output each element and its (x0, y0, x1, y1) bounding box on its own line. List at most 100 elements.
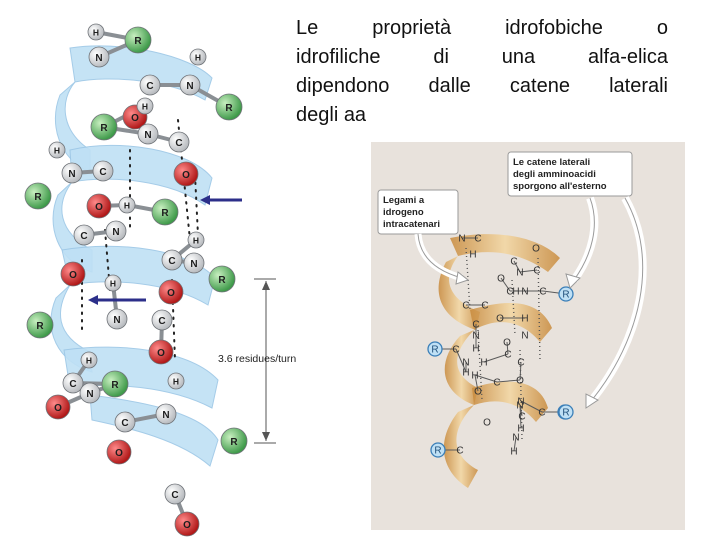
svg-text:C: C (510, 257, 517, 268)
atom-o: O (106, 439, 132, 465)
svg-text:O: O (95, 202, 103, 213)
svg-text:O: O (167, 288, 175, 299)
svg-text:C: C (69, 379, 76, 390)
svg-text:O: O (54, 403, 62, 414)
svg-text:N: N (162, 410, 169, 421)
svg-text:R: R (100, 123, 108, 134)
atom-r: R (124, 26, 152, 54)
svg-text:O: O (182, 170, 190, 181)
ribbon-segment (470, 303, 552, 342)
atom-c: C (168, 131, 190, 153)
atom-c: C (518, 412, 525, 423)
atom-c: C (114, 411, 136, 433)
svg-text:Le catene laterali: Le catene laterali (513, 157, 590, 168)
atom-r: R (558, 404, 574, 420)
svg-text:H: H (510, 447, 517, 458)
svg-text:C: C (493, 378, 500, 389)
atom-h: H (521, 314, 528, 325)
bond (520, 400, 543, 413)
svg-text:C: C (517, 358, 524, 369)
svg-text:H: H (173, 377, 179, 387)
atom-n: N (88, 46, 110, 68)
atom-o: O (496, 314, 504, 325)
atoms: NCOHCNCOCHNCRCCOHCNHNRCHNOCHCOCHONCRCNHR… (427, 234, 574, 458)
atom-n: N (521, 287, 528, 298)
text-line: idrofiliche di una alfa-elica (296, 46, 668, 68)
atom-h: H (471, 371, 478, 382)
svg-text:H: H (86, 356, 92, 366)
atom-h: H (480, 358, 487, 369)
svg-text:N: N (68, 169, 75, 180)
atom-o: O (86, 193, 112, 219)
atom-o: O (173, 161, 199, 187)
atom-h: H (472, 344, 479, 355)
svg-text:N: N (517, 397, 524, 408)
ribbon-segment (443, 405, 478, 488)
svg-text:R: R (225, 103, 233, 114)
atom-h: H (80, 351, 98, 369)
svg-text:C: C (462, 301, 469, 312)
svg-text:N: N (458, 234, 465, 245)
svg-text:C: C (158, 316, 165, 327)
atom-c: C (462, 301, 469, 312)
svg-text:C: C (474, 234, 481, 245)
atom-c: C (533, 266, 540, 277)
atom-o: O (148, 339, 174, 365)
atom-o: O (174, 511, 200, 537)
svg-text:H: H (142, 102, 148, 112)
atom-h: H (469, 250, 476, 261)
atom-c: C (139, 74, 161, 96)
atom-h: H (48, 141, 66, 159)
hbond-dots (171, 279, 176, 361)
svg-text:R: R (34, 192, 42, 203)
svg-text:degli amminoacidi: degli amminoacidi (513, 169, 596, 180)
callout-side-chains: Le catene laterali degli amminoacidi spo… (507, 151, 647, 409)
atom-c: C (452, 345, 459, 356)
svg-text:N: N (112, 227, 119, 238)
atom-c: C (161, 249, 183, 271)
bond (513, 436, 517, 452)
svg-text:H: H (93, 28, 99, 38)
svg-text:R: R (431, 345, 438, 356)
atom-h: H (104, 274, 122, 292)
svg-text:R: R (434, 446, 441, 457)
svg-text:H: H (195, 53, 201, 63)
atom-r: R (220, 427, 248, 455)
svg-text:O: O (496, 314, 504, 325)
svg-text:C: C (171, 490, 178, 501)
svg-text:C: C (504, 350, 511, 361)
svg-text:intracatenari: intracatenari (383, 219, 440, 230)
atom-r: R (215, 93, 243, 121)
svg-text:R: R (562, 408, 569, 419)
atom-n: N (472, 331, 479, 342)
svg-text:R: R (111, 380, 119, 391)
atom-r: R (558, 286, 574, 302)
svg-text:R: R (161, 208, 169, 219)
svg-text:N: N (512, 433, 519, 444)
svg-text:H: H (472, 344, 479, 355)
atom-o: O (45, 394, 71, 420)
atom-h: H (167, 372, 185, 390)
atom-h: H (87, 23, 105, 41)
svg-text:O: O (131, 113, 139, 124)
atom-n: N (521, 331, 528, 342)
svg-text:N: N (86, 389, 93, 400)
svg-text:R: R (36, 321, 44, 332)
bond (455, 348, 467, 373)
svg-text:C: C (146, 81, 153, 92)
atom-n: N (516, 401, 523, 412)
svg-text:O: O (483, 418, 491, 429)
atom-o: O (158, 279, 184, 305)
svg-text:H: H (193, 236, 199, 246)
svg-text:Legami a: Legami a (383, 195, 425, 206)
atom-h: H (189, 48, 207, 66)
atom-c: C (539, 287, 546, 298)
svg-text:H: H (480, 358, 487, 369)
text-line: degli aa (296, 104, 367, 126)
svg-text:H: H (521, 314, 528, 325)
svg-text:N: N (521, 287, 528, 298)
atom-r: R (101, 370, 129, 398)
text-line: Le proprietà idrofobiche o (296, 17, 668, 39)
atom-c: C (510, 257, 517, 268)
svg-text:C: C (539, 287, 546, 298)
